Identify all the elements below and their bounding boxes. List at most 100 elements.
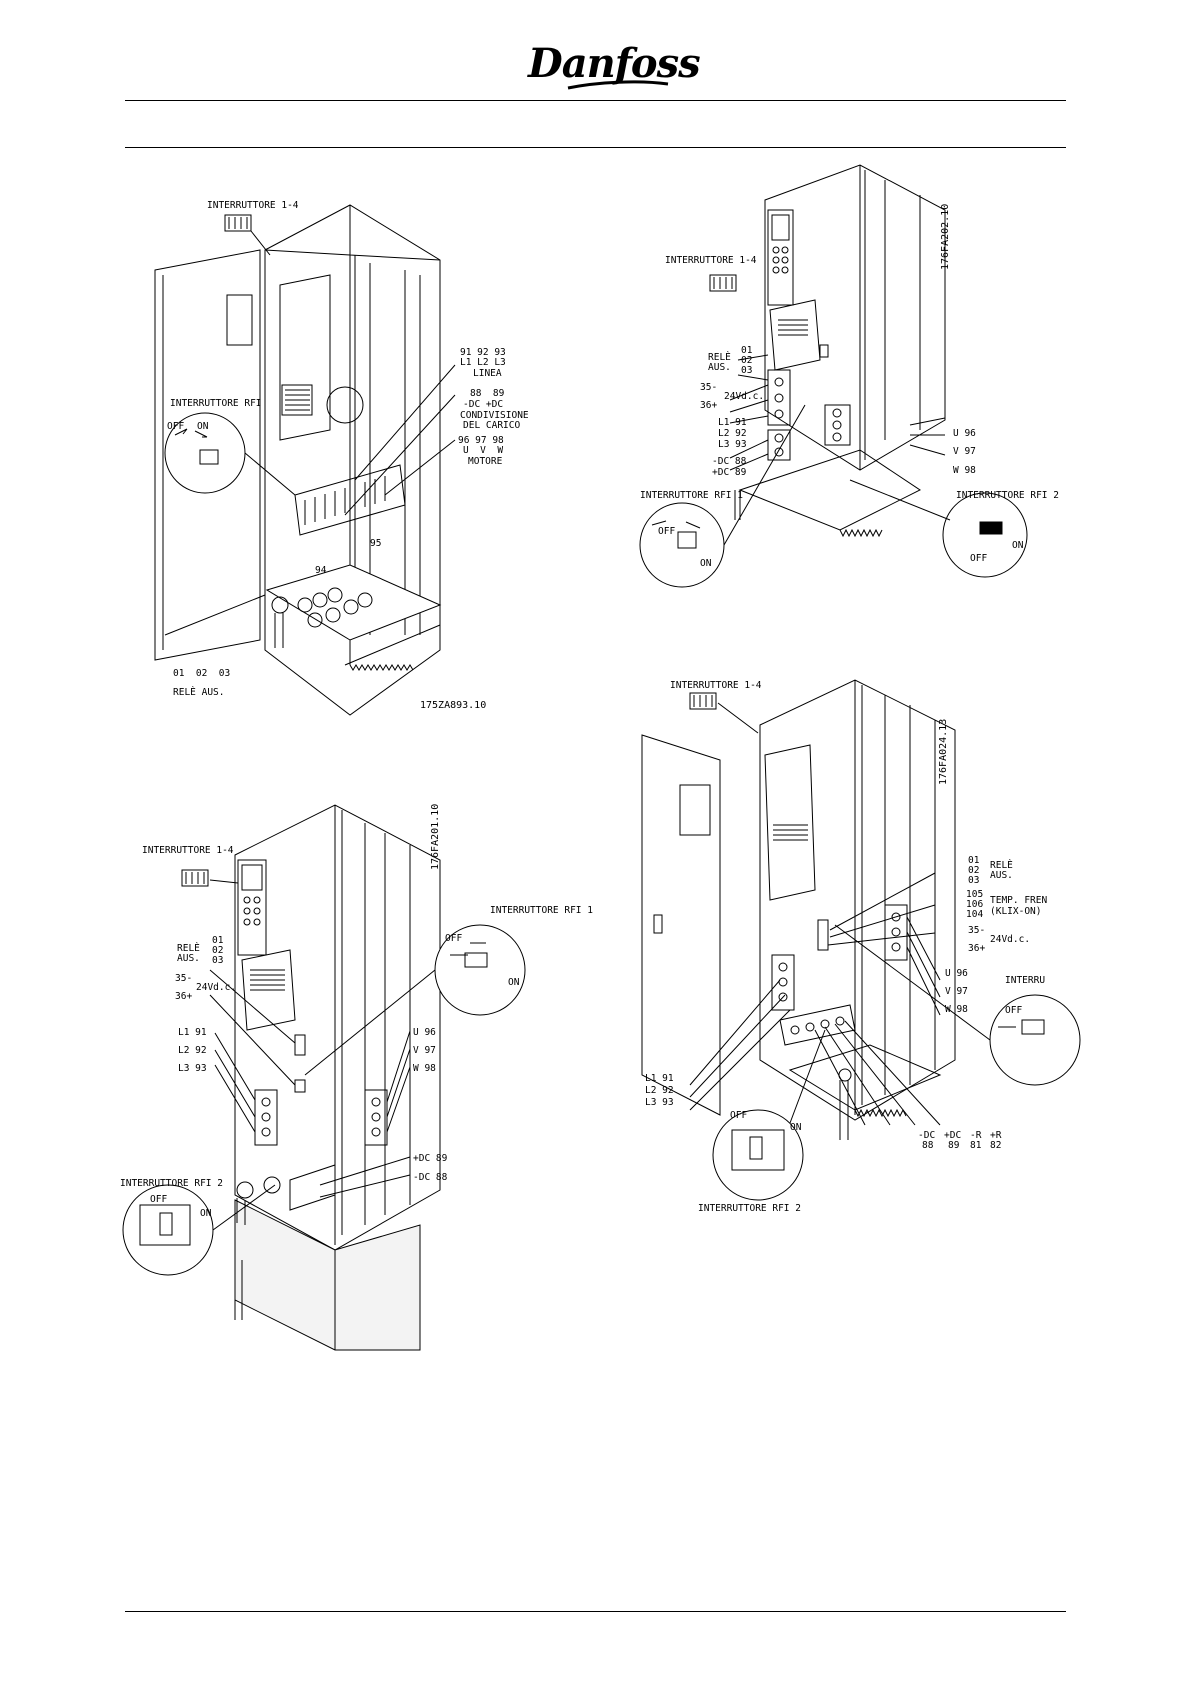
v-label: V 97 bbox=[945, 986, 968, 997]
dc-terminal-signs: -DC +DC bbox=[463, 399, 504, 410]
rfi2-off: OFF bbox=[150, 1194, 168, 1205]
terminal-36: 36+ bbox=[175, 991, 193, 1002]
earth-95-label: 95 bbox=[370, 538, 382, 549]
load-sharing-label-1: CONDIVISIONE bbox=[460, 410, 529, 421]
dc-terminal-numbers: 88 89 bbox=[470, 388, 505, 399]
v-label: V 97 bbox=[953, 446, 976, 457]
u-label: U 96 bbox=[413, 1027, 436, 1038]
l3-label: L3 93 bbox=[718, 439, 747, 450]
v-label: V 97 bbox=[413, 1045, 436, 1056]
terminal-35: 35- bbox=[700, 382, 718, 393]
dc-minus-label: -DC 88 bbox=[413, 1172, 448, 1183]
drive-drawing-bottom-right bbox=[641, 679, 1081, 1201]
l2-label: L2 92 bbox=[178, 1045, 207, 1056]
rfi-on-label: ON bbox=[197, 421, 209, 432]
terminal-36: 36+ bbox=[968, 943, 986, 954]
brake-minus-number: 81 bbox=[970, 1140, 982, 1151]
w-label: W 98 bbox=[413, 1063, 436, 1074]
rfi-1-label: INTERRUTTORE RFI 1 bbox=[490, 905, 593, 916]
rfi2-on: ON bbox=[1012, 540, 1024, 551]
dip-switch-label: INTERRUTTORE 1-4 bbox=[142, 845, 234, 856]
dc-minus-label: -DC bbox=[918, 1130, 936, 1141]
motor-terminal-uvw: U V W bbox=[463, 445, 504, 456]
dc-plus-number: 89 bbox=[948, 1140, 960, 1151]
relay-02: 02 bbox=[741, 355, 753, 366]
rfi1-off: OFF bbox=[1005, 1005, 1023, 1016]
brake-temp-label: TEMP. FREN bbox=[990, 895, 1048, 906]
drive-drawing-top-left bbox=[154, 204, 456, 716]
header-rule-top bbox=[125, 100, 1066, 101]
relay-01: 01 bbox=[212, 935, 224, 946]
w-label: W 98 bbox=[945, 1004, 968, 1015]
rfi2-on: ON bbox=[790, 1122, 802, 1133]
dip-switch-label: INTERRUTTORE 1-4 bbox=[670, 680, 762, 691]
terminal-106: 106 bbox=[966, 899, 984, 910]
relay-03: 03 bbox=[212, 955, 224, 966]
brake-minus-label: -R bbox=[970, 1130, 982, 1141]
line-terminal-phases: L1 L2 L3 bbox=[460, 357, 506, 368]
dc-minus-label: -DC 88 bbox=[712, 456, 747, 467]
rfi2-off: OFF bbox=[970, 553, 988, 564]
aus-word: AUS. bbox=[990, 870, 1013, 881]
line-terminal-numbers: 91 92 93 bbox=[460, 347, 506, 358]
rfi-off-label: OFF bbox=[167, 421, 185, 432]
relay-01: 01 bbox=[741, 345, 753, 356]
earth-94-label: 94 bbox=[315, 565, 327, 576]
drawing-code: 176FA024.13 bbox=[938, 718, 949, 785]
rfi-2-label: INTERRUTTORE RFI 2 bbox=[956, 490, 1059, 501]
w-label: W 98 bbox=[953, 465, 976, 476]
terminal-35: 35- bbox=[175, 973, 193, 984]
u-label: U 96 bbox=[953, 428, 976, 439]
line-label: LINEA bbox=[473, 368, 502, 379]
dc-plus-label: +DC 89 bbox=[413, 1153, 448, 1164]
rfi-2-label: INTERRUTTORE RFI 2 bbox=[120, 1178, 223, 1189]
drive-drawing-top-right bbox=[639, 164, 1028, 588]
footer-rule bbox=[125, 1611, 1066, 1612]
24vdc-label: 24Vd.c. bbox=[990, 934, 1031, 945]
klixon-label: (KLIX-ON) bbox=[990, 906, 1042, 917]
rfi-1-label-cut: INTERRU bbox=[1005, 975, 1046, 986]
logo-underline bbox=[567, 80, 669, 90]
brake-plus-label: +R bbox=[990, 1130, 1002, 1141]
header-rule-bottom bbox=[125, 147, 1066, 148]
terminal-105: 105 bbox=[966, 889, 984, 900]
drive-drawing-bottom-left bbox=[122, 804, 526, 1351]
relay-word: RELÈ bbox=[177, 943, 200, 954]
terminal-104: 104 bbox=[966, 909, 984, 920]
dip-switch-label: INTERRUTTORE 1-4 bbox=[207, 200, 299, 211]
aus-word: AUS. bbox=[708, 362, 731, 373]
dip-switch-label: INTERRUTTORE 1-4 bbox=[665, 255, 757, 266]
rfi1-on: ON bbox=[700, 558, 712, 569]
drawing-code: 175ZA893.10 bbox=[420, 700, 487, 711]
relay-03: 03 bbox=[741, 365, 753, 376]
rfi2-off: OFF bbox=[730, 1110, 748, 1121]
aus-word: AUS. bbox=[177, 953, 200, 964]
rfi2-on: ON bbox=[200, 1208, 212, 1219]
terminal-36: 36+ bbox=[700, 400, 718, 411]
drawing-code: 176FA202.10 bbox=[940, 203, 951, 270]
l1-label: L1 91 bbox=[178, 1027, 207, 1038]
l2-label: L2 92 bbox=[645, 1085, 674, 1096]
rfi-1-label: INTERRUTTORE RFI 1 bbox=[640, 490, 743, 501]
relay-01: 01 bbox=[968, 855, 980, 866]
load-sharing-label-2: DEL CARICO bbox=[463, 420, 521, 431]
relay-word: RELÈ bbox=[708, 352, 731, 363]
24vdc-label: 24Vd.c. bbox=[196, 982, 237, 993]
relay-02: 02 bbox=[212, 945, 224, 956]
rfi1-on: ON bbox=[508, 977, 520, 988]
dc-minus-number: 88 bbox=[922, 1140, 934, 1151]
u-label: U 96 bbox=[945, 968, 968, 979]
relay-02: 02 bbox=[968, 865, 980, 876]
l1-label: L1 91 bbox=[718, 417, 747, 428]
figure-top-right: 176FA202.10 INTERRUTTORE 1-4 RELÈ AUS. 0… bbox=[639, 160, 1060, 600]
brake-plus-number: 82 bbox=[990, 1140, 1002, 1151]
figure-bottom-left: 176FA201.10 INTERRUTTORE 1-4 RELÈ AUS. 0… bbox=[120, 804, 593, 1351]
l3-label: L3 93 bbox=[178, 1063, 207, 1074]
rfi-2-label: INTERRUTTORE RFI 2 bbox=[698, 1203, 801, 1214]
rfi-switch-label: INTERRUTTORE RFI bbox=[170, 398, 262, 409]
rfi1-off: OFF bbox=[658, 526, 676, 537]
relay-label: RELÈ AUS. bbox=[173, 687, 225, 698]
dc-plus-label: +DC bbox=[944, 1130, 962, 1141]
figure-top-left: INTERRUTTORE 1-4 INTERRUTTORE RFI OFF ON… bbox=[154, 195, 575, 720]
l2-label: L2 92 bbox=[718, 428, 747, 439]
